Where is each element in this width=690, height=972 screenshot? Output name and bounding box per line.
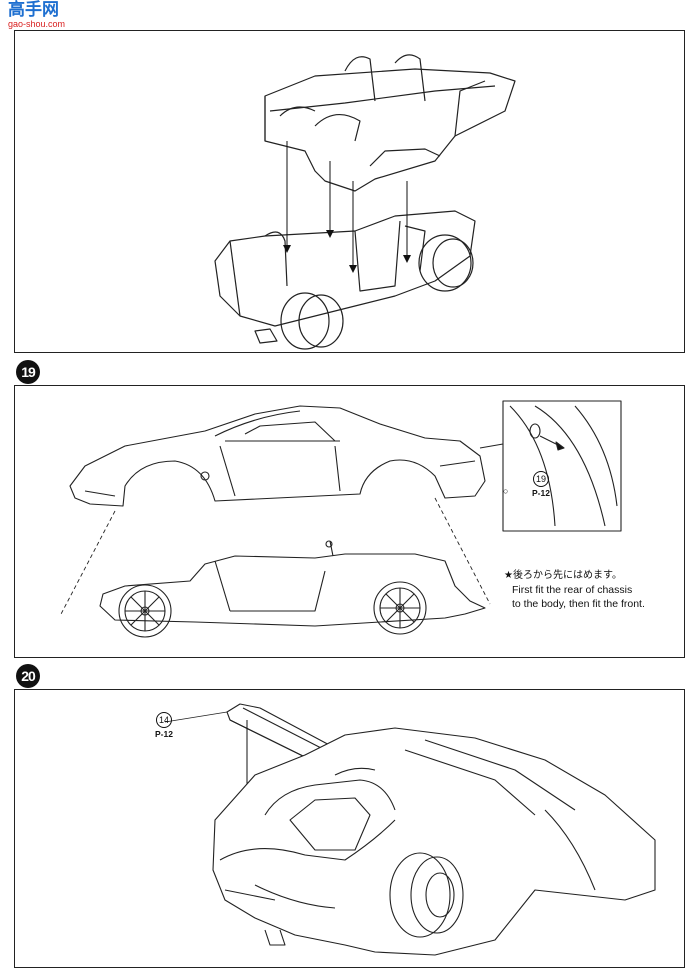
watermark-url: gao-shou.com	[8, 19, 66, 29]
step-18-badge: 18	[24, 4, 48, 28]
part-19-number: 19	[532, 471, 549, 487]
step-20-badge: 20	[16, 664, 40, 688]
step-19-badge: 19	[16, 360, 40, 384]
note-english-line2: to the body, then fit the front.	[512, 598, 645, 610]
step-19-number: 19	[21, 364, 36, 380]
step-20-panel: 14 P-12	[14, 689, 685, 968]
svg-text:○: ○	[503, 486, 508, 496]
part-14-number: 14	[155, 712, 172, 728]
watermark-logo: 高手网 gao-shou.com	[8, 2, 65, 29]
step-18-panel	[14, 30, 685, 353]
watermark-title: 高手网	[8, 0, 59, 20]
note-japanese: ★後ろから先にはめます。	[504, 570, 622, 581]
engine-cover-assembly-icon	[164, 703, 656, 956]
part-19-ref: P-12	[532, 488, 550, 498]
step-19-panel: ○ 19 P-12 ★後ろから先にはめます。 First fit the rea…	[14, 385, 685, 658]
body-chassis-assembly-icon: ○	[59, 400, 622, 638]
chassis-interior-assembly-icon	[214, 54, 516, 350]
step-20-part-label: 14 P-12	[155, 712, 173, 740]
step-18-number: 18	[29, 8, 43, 24]
note-english-line1: First fit the rear of chassis	[512, 584, 633, 596]
step-19-instruction-note: ★後ろから先にはめます。 First fit the rear of chass…	[504, 569, 645, 611]
part-14-ref: P-12	[155, 729, 173, 739]
step-19-part-label: 19 P-12	[532, 471, 550, 499]
step-20-number: 20	[21, 668, 36, 684]
